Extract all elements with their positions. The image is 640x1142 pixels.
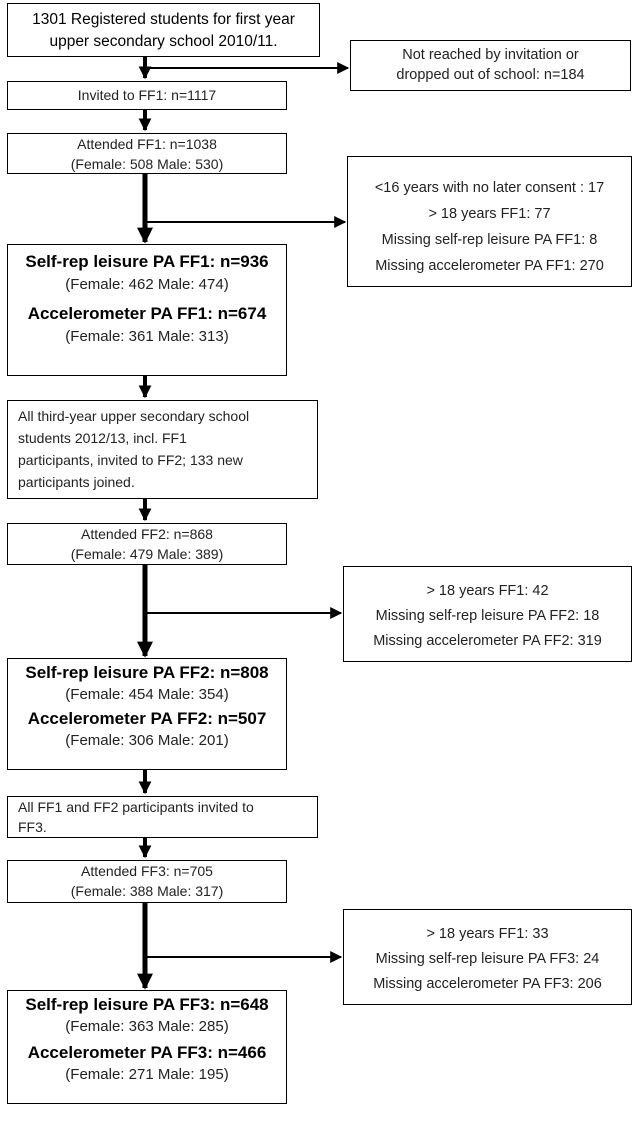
selfrep-ff1-sex: (Female: 462 Male: 474)	[65, 276, 229, 293]
excluded-ff2-box: > 18 years FF1: 42 Missing self-rep leis…	[343, 566, 632, 662]
attended-ff1-line-2: (Female: 508 Male: 530)	[70, 156, 224, 172]
excluded-0-line-1: Not reached by invitation or	[402, 47, 579, 63]
invited-ff1-line: Invited to FF1: n=1117	[77, 87, 217, 103]
invited-ff3-line-1: All FF1 and FF2 participants invited to	[18, 799, 254, 815]
attended-ff2-line-1: Attended FF2: n=868	[81, 526, 213, 542]
attended-ff2-line-2: (Female: 479 Male: 389)	[70, 546, 224, 562]
excluded-ff3-line-3: Missing accelerometer PA FF3: 206	[373, 976, 602, 992]
attended-ff3-line-2: (Female: 388 Male: 317)	[70, 883, 224, 899]
excluded-ff1-line-3: Missing self-rep leisure PA FF1: 8	[381, 232, 598, 248]
analysed-ff3-box: Self-rep leisure PA FF3: n=648 (Female: …	[7, 990, 287, 1104]
analysed-ff2-box: Self-rep leisure PA FF2: n=808 (Female: …	[7, 658, 287, 770]
invited-ff2-line-2: students 2012/13, incl. FF1	[18, 430, 187, 446]
excluded-ff1-line-4: Missing accelerometer PA FF1: 270	[375, 258, 604, 274]
invited-ff3-box: All FF1 and FF2 participants invited to …	[7, 796, 318, 838]
invited-ff2-line-3: participants, invited to FF2; 133 new	[18, 452, 243, 468]
selfrep-ff3-sex: (Female: 363 Male: 285)	[65, 1018, 229, 1035]
attended-ff2-box: Attended FF2: n=868 (Female: 479 Male: 3…	[7, 523, 287, 565]
analysed-ff1-box: Self-rep leisure PA FF1: n=936 (Female: …	[7, 244, 287, 376]
excluded-ff1-line-1: <16 years with no later consent : 17	[374, 180, 605, 196]
excluded-0-line-2: dropped out of school: n=184	[396, 67, 585, 83]
invited-ff1-box: Invited to FF1: n=1117	[7, 81, 287, 110]
excluded-ff1-box: <16 years with no later consent : 17 > 1…	[347, 156, 632, 287]
accel-ff1-title: Accelerometer PA FF1: n=674	[27, 304, 267, 323]
invited-ff2-box: All third-year upper secondary school st…	[7, 400, 318, 499]
excluded-ff1-line-2: > 18 years FF1: 77	[428, 206, 551, 222]
invited-ff2-line-1: All third-year upper secondary school	[18, 408, 250, 424]
accel-ff3-sex: (Female: 271 Male: 195)	[65, 1066, 229, 1083]
attended-ff1-line-1: Attended FF1: n=1038	[77, 136, 217, 152]
selfrep-ff1-title: Self-rep leisure PA FF1: n=936	[25, 252, 269, 271]
excluded-ff2-line-1: > 18 years FF1: 42	[426, 583, 549, 599]
selfrep-ff3-title: Self-rep leisure PA FF3: n=648	[25, 995, 269, 1014]
invited-ff2-line-4: participants joined.	[18, 474, 135, 490]
registered-students-box: 1301 Registered students for first year …	[7, 3, 320, 57]
excluded-before-ff1-box: Not reached by invitation or dropped out…	[350, 40, 631, 91]
registered-line-1: 1301 Registered students for first year	[32, 11, 295, 28]
registered-line-2: upper secondary school 2010/11.	[49, 33, 278, 50]
selfrep-ff2-sex: (Female: 454 Male: 354)	[65, 686, 229, 703]
selfrep-ff2-title: Self-rep leisure PA FF2: n=808	[25, 663, 269, 682]
attended-ff3-box: Attended FF3: n=705 (Female: 388 Male: 3…	[7, 860, 287, 903]
excluded-ff3-line-2: Missing self-rep leisure PA FF3: 24	[375, 951, 600, 967]
attended-ff1-box: Attended FF1: n=1038 (Female: 508 Male: …	[7, 133, 287, 174]
accel-ff2-title: Accelerometer PA FF2: n=507	[27, 709, 267, 728]
accel-ff3-title: Accelerometer PA FF3: n=466	[27, 1043, 267, 1062]
accel-ff1-sex: (Female: 361 Male: 313)	[65, 328, 229, 345]
excluded-ff3-box: > 18 years FF1: 33 Missing self-rep leis…	[343, 909, 632, 1005]
attended-ff3-line-1: Attended FF3: n=705	[81, 863, 213, 879]
invited-ff3-line-2: FF3.	[18, 819, 47, 835]
excluded-ff3-line-1: > 18 years FF1: 33	[426, 926, 549, 942]
excluded-ff2-line-3: Missing accelerometer PA FF2: 319	[373, 633, 602, 649]
excluded-ff2-line-2: Missing self-rep leisure PA FF2: 18	[375, 608, 600, 624]
accel-ff2-sex: (Female: 306 Male: 201)	[65, 732, 229, 749]
